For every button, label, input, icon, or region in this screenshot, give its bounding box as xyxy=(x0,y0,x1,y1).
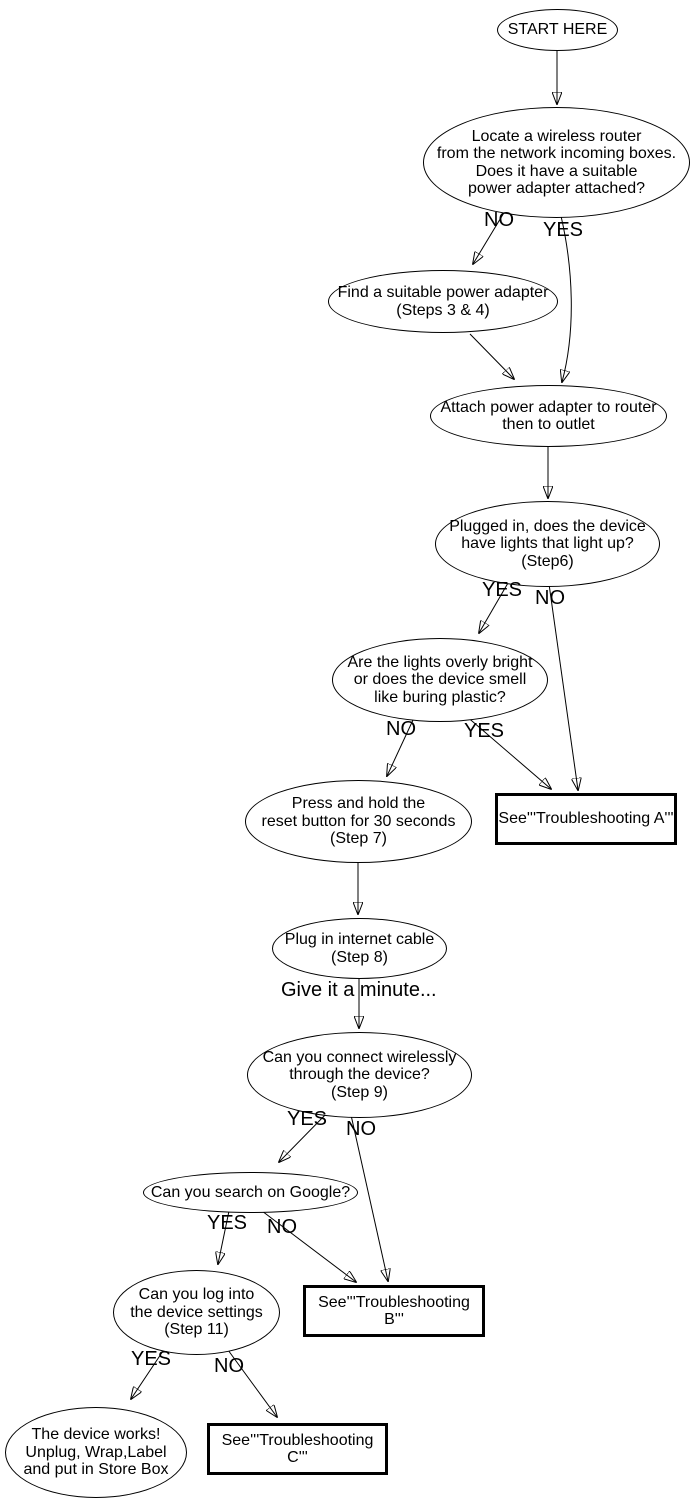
edge-plugged-no xyxy=(548,583,578,790)
edge-connect-yes xyxy=(279,1109,331,1162)
edge-label-lights-yes: YES xyxy=(464,720,505,742)
edge-lights-no xyxy=(387,719,414,776)
node-device-works: The device works! Unplug, Wrap,Label and… xyxy=(5,1407,187,1498)
edge-locate-yes xyxy=(561,215,572,382)
edge-label-give-it-a-minute: Give it a minute... xyxy=(281,979,437,1001)
edge-label-login-no: NO xyxy=(214,1355,244,1377)
edge-label-login-yes: YES xyxy=(131,1348,172,1370)
node-find-power-adapter: Find a suitable power adapter (Steps 3 &… xyxy=(328,270,558,333)
node-troubleshooting-c: See'''Troubleshooting C''' xyxy=(207,1423,388,1475)
node-plug-internet-cable: Plug in internet cable (Step 8) xyxy=(272,918,447,979)
node-troubleshooting-b: See'''Troubleshooting B''' xyxy=(303,1285,485,1337)
edge-google-no xyxy=(261,1210,356,1282)
edge-login-yes xyxy=(131,1347,166,1399)
node-hold-reset-button: Press and hold the reset button for 30 s… xyxy=(245,780,472,863)
edge-lights-yes xyxy=(464,714,551,789)
edge-locate-no xyxy=(473,210,506,264)
node-attach-power-adapter: Attach power adapter to router then to o… xyxy=(430,385,667,447)
edge-label-connect-yes: YES xyxy=(287,1108,328,1130)
edge-label-plugged-yes: YES xyxy=(482,579,523,601)
edge-label-google-no: NO xyxy=(267,1216,297,1238)
edge-label-locate-no: NO xyxy=(484,209,514,231)
edge-connect-no xyxy=(350,1114,388,1281)
edge-google-yes xyxy=(218,1210,230,1264)
node-search-google: Can you search on Google? xyxy=(143,1172,358,1213)
node-locate-router: Locate a wireless router from the networ… xyxy=(423,107,690,218)
edge-label-locate-yes: YES xyxy=(543,219,584,241)
node-lights-overly-bright: Are the lights overly bright or does the… xyxy=(332,638,548,722)
edge-label-google-yes: YES xyxy=(207,1212,248,1234)
node-start-here: START HERE xyxy=(497,9,618,51)
edge-label-connect-no: NO xyxy=(346,1118,376,1140)
edge-label-lights-no: NO xyxy=(386,718,416,740)
edge-find-attach xyxy=(469,333,514,379)
edge-login-no xyxy=(227,1349,277,1417)
node-login-device-settings: Can you log into the device settings (St… xyxy=(113,1270,280,1355)
node-connect-wirelessly: Can you connect wirelessly through the d… xyxy=(247,1032,472,1118)
node-lights-light-up: Plugged in, does the device have lights … xyxy=(435,501,660,587)
node-troubleshooting-a: See'''Troubleshooting A''' xyxy=(495,793,677,845)
edge-label-plugged-no: NO xyxy=(535,587,565,609)
edge-plugged-yes xyxy=(479,582,509,633)
